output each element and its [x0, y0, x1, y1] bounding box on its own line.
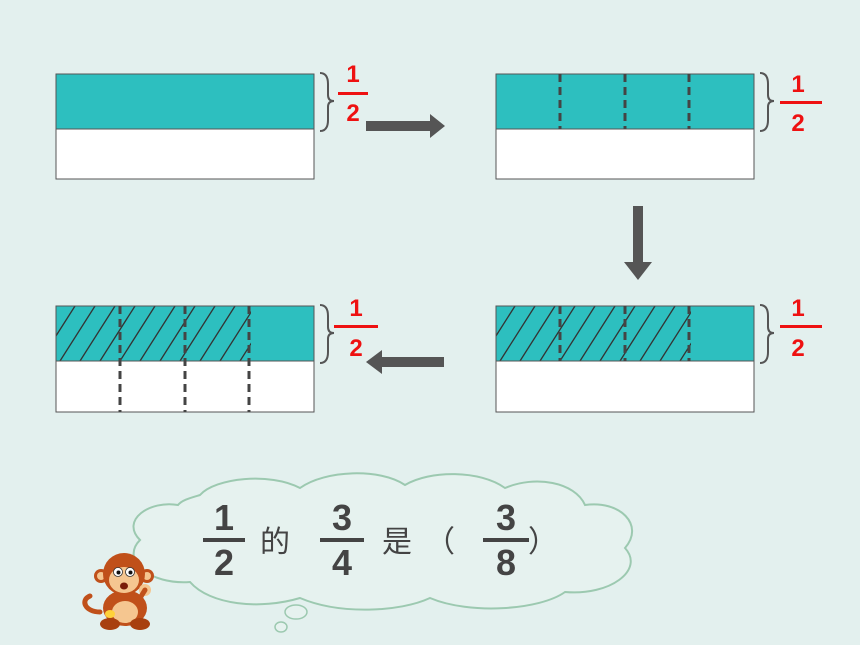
eq-frac2-denominator: 4	[332, 542, 352, 583]
panel-2-quarter-dividers	[558, 74, 691, 129]
eq-frac1-denominator: 2	[214, 542, 234, 583]
eq-word-of: 的	[260, 525, 290, 560]
panel-2: 1 2	[495, 71, 822, 180]
eq-paren-open: （	[425, 525, 455, 560]
eq-frac1-bar	[203, 538, 245, 542]
panel-3-brace	[759, 304, 775, 364]
panel-2-label-denominator: 2	[791, 110, 804, 137]
panel-1-border	[55, 73, 315, 180]
panel-4: 1 2	[55, 295, 378, 413]
panel-4-hatching	[56, 306, 251, 361]
eq-paren-close: ）	[528, 525, 558, 560]
eq-answer-numerator: 3	[496, 497, 516, 538]
thought-bubble-small	[284, 604, 308, 620]
panel-2-bottom-half	[496, 129, 754, 179]
arrow-left-icon	[366, 350, 444, 374]
eq-answer-bar	[483, 538, 529, 542]
panel-3: 1 2	[495, 295, 822, 413]
panel-4-brace	[319, 304, 335, 364]
panel-4-fraction-bar	[334, 325, 378, 328]
panel-2-label-numerator: 1	[791, 71, 804, 98]
panel-1: 1 2	[55, 61, 368, 180]
panel-1-bottom-half	[56, 129, 314, 179]
panel-1-brace	[319, 72, 335, 132]
panel-2-brace	[759, 72, 775, 132]
eq-frac1-numerator: 1	[214, 497, 234, 538]
panel-1-label-numerator: 1	[346, 61, 359, 88]
panel-3-hatching	[496, 306, 691, 361]
panel-3-quarter-dividers	[558, 306, 691, 361]
eq-frac2-bar	[320, 538, 364, 542]
eq-frac2-numerator: 3	[332, 497, 352, 538]
arrow-right-icon	[366, 114, 445, 138]
thought-cloud	[132, 472, 634, 633]
panel-1-top-half	[56, 74, 314, 129]
eq-word-is: 是	[382, 525, 412, 560]
panel-4-label-numerator: 1	[349, 295, 362, 322]
equation: 1 2 的 3 4 是 （ 3 8 ）	[203, 497, 558, 583]
arrow-down-icon	[624, 206, 652, 280]
panel-3-label-denominator: 2	[791, 335, 804, 362]
eq-answer-denominator: 8	[496, 542, 516, 583]
panel-4-quarter-dividers	[118, 306, 251, 412]
panel-3-label-numerator: 1	[791, 295, 804, 322]
monkey-icon	[82, 553, 154, 630]
panel-2-fraction-bar	[780, 101, 822, 104]
panel-4-label-denominator: 2	[349, 335, 362, 362]
panel-1-fraction-bar	[338, 92, 368, 95]
panel-3-fraction-bar	[780, 325, 822, 328]
thought-bubble-tiny	[274, 621, 288, 633]
panel-1-label-denominator: 2	[346, 100, 359, 127]
